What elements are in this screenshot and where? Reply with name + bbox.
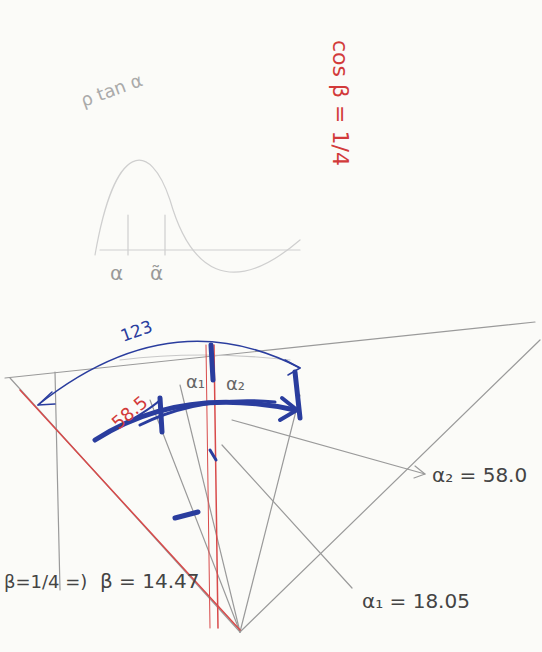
axis-label: α [110, 262, 123, 284]
mark [295, 372, 300, 418]
tick [127, 215, 128, 255]
triangle-side [10, 378, 240, 632]
base-line [5, 322, 535, 378]
sine-curve [95, 160, 300, 272]
leader-line [232, 420, 425, 474]
pencil-note: ρ tan α [78, 70, 145, 111]
red-line [206, 345, 210, 628]
angle-label: α₂ [226, 374, 245, 394]
formula-note: cos β = 1/4 [328, 40, 352, 166]
axis-line [100, 249, 300, 250]
formula-note: β=1/4 =) [4, 572, 87, 592]
arc [120, 355, 290, 360]
vertical-line [55, 372, 60, 590]
angle-label: α₁ [186, 372, 205, 392]
triangle-side [240, 340, 540, 632]
axis-label: α̃ [150, 262, 163, 284]
mark [210, 450, 216, 460]
mark [175, 512, 198, 518]
arrow-head [280, 398, 297, 420]
leader-arrow [414, 466, 425, 478]
result-value: β = 14.47 [100, 570, 200, 592]
result-value: α₂ = 58.0 [432, 464, 527, 486]
red-line [214, 345, 218, 628]
leader-line [222, 445, 352, 588]
arrow-head [38, 392, 55, 405]
angle-value: 123 [118, 317, 155, 346]
tick [164, 215, 165, 255]
mark [160, 398, 162, 432]
arrow-head [285, 360, 300, 375]
result-value: α₁ = 18.05 [362, 590, 470, 612]
ray [150, 400, 240, 632]
dimension-arc [38, 341, 300, 405]
mark [211, 345, 213, 380]
